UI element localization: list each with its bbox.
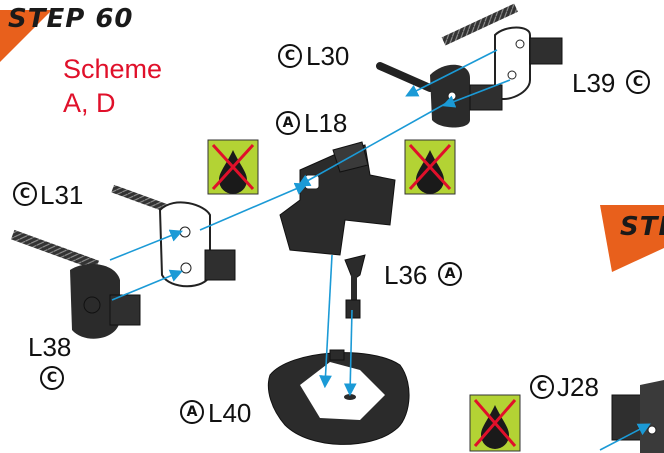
lube-badge: C bbox=[278, 44, 302, 68]
part-label-l36: L36 bbox=[384, 260, 428, 290]
lube-badge-l30: C bbox=[278, 44, 302, 68]
lube-badge-l39: C bbox=[626, 70, 650, 94]
lube-badge: A bbox=[276, 111, 300, 135]
arrow bbox=[297, 99, 453, 187]
lube-badge-l31: C bbox=[13, 182, 37, 206]
assembly-arrows bbox=[109, 49, 651, 451]
step-banner bbox=[0, 10, 52, 62]
part-label-j28: J28 bbox=[557, 372, 599, 402]
arrow bbox=[111, 269, 183, 301]
lube-badge: A bbox=[180, 400, 204, 424]
part-label-l39: L39 bbox=[572, 68, 616, 98]
part-l30-l39 bbox=[376, 3, 563, 128]
scheme-label: Scheme bbox=[63, 54, 163, 84]
part-l18 bbox=[279, 141, 396, 256]
lube-badge: C bbox=[530, 375, 554, 399]
arrow bbox=[599, 423, 651, 451]
no-oil-icon bbox=[207, 139, 259, 195]
next-step-title: STE bbox=[620, 212, 664, 242]
part-label-l40: L40 bbox=[208, 398, 252, 428]
lube-badge-l40: A bbox=[180, 400, 204, 424]
arrow bbox=[442, 79, 511, 108]
part-label-l31: L31 bbox=[40, 180, 84, 210]
lube-badge-l38: C bbox=[40, 366, 64, 390]
part-label-l38: L38 bbox=[28, 332, 72, 362]
step-title: STEP 60 bbox=[8, 4, 134, 34]
part-label-l30: L30 bbox=[306, 41, 350, 71]
arrow bbox=[109, 229, 183, 261]
next-step-banner bbox=[600, 205, 664, 272]
part-j28 bbox=[611, 380, 664, 453]
lube-badge: C bbox=[626, 70, 650, 94]
arrow bbox=[199, 182, 308, 231]
no-oil-icon bbox=[404, 139, 456, 195]
arrow bbox=[343, 309, 357, 397]
arrow bbox=[319, 254, 333, 389]
lube-badge-l18: A bbox=[276, 111, 300, 135]
lube-badge-j28: C bbox=[530, 375, 554, 399]
part-label-l18: L18 bbox=[304, 108, 348, 138]
lube-badge-l36: A bbox=[438, 262, 462, 286]
no-oil-icon bbox=[469, 394, 521, 452]
lube-badge: C bbox=[40, 366, 64, 390]
lube-badge: C bbox=[13, 182, 37, 206]
part-l36 bbox=[344, 254, 366, 319]
arrow bbox=[405, 49, 498, 97]
lube-badge: A bbox=[438, 262, 462, 286]
part-l40 bbox=[267, 349, 410, 445]
scheme-variants: A, D bbox=[63, 88, 116, 118]
